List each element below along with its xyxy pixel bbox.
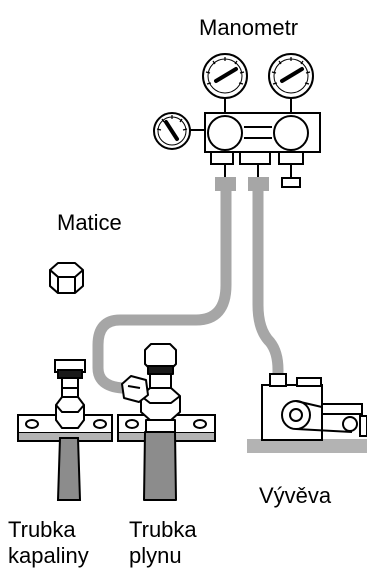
label-manometr: Manometr bbox=[199, 15, 299, 40]
label-trubka-kapaliny-line2: kapaliny bbox=[8, 543, 89, 568]
hose-to-service-valve bbox=[92, 180, 232, 394]
label-vyveva: Vývěva bbox=[259, 483, 332, 508]
label-trubka-plynu-line1: Trubka bbox=[129, 517, 197, 542]
liquid-line-valve bbox=[54, 359, 86, 501]
gas-line-service-valve bbox=[121, 343, 181, 501]
vacuum-pump-icon bbox=[247, 373, 367, 453]
hex-nut-icon bbox=[49, 262, 84, 294]
label-matice: Matice bbox=[57, 210, 122, 235]
valve-mounting-bracket bbox=[17, 414, 216, 442]
label-trubka-kapaliny-line1: Trubka bbox=[8, 517, 76, 542]
pressure-gauge-icon bbox=[202, 53, 248, 118]
hose-to-vacuum-pump bbox=[252, 180, 284, 391]
label-trubka-plynu-line2: plynu bbox=[129, 543, 182, 568]
manifold-gauge-set bbox=[153, 53, 321, 191]
pressure-gauge-icon bbox=[268, 53, 314, 118]
pressure-gauge-icon bbox=[153, 112, 206, 150]
